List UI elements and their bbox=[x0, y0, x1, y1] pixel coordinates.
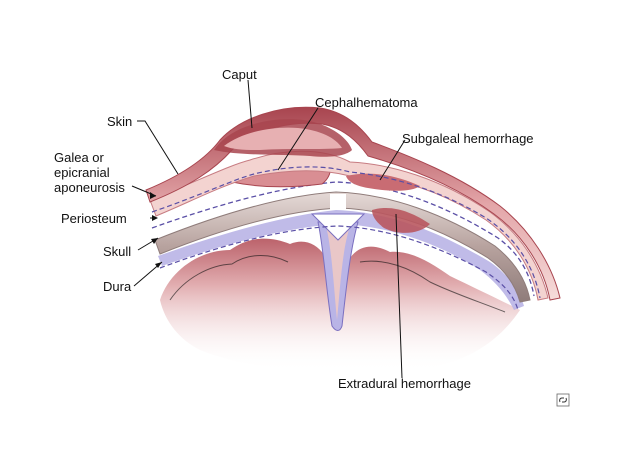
label-cephalhematoma: Cephalhematoma bbox=[315, 95, 418, 110]
label-galea-line3: aponeurosis bbox=[54, 180, 125, 195]
arrowheads bbox=[150, 192, 162, 268]
chain-link-icon[interactable] bbox=[556, 393, 570, 407]
label-caput: Caput bbox=[222, 67, 257, 82]
label-extradural-hemorrhage: Extradural hemorrhage bbox=[338, 376, 471, 391]
dura-dashed-line bbox=[159, 225, 519, 311]
label-subgaleal-hemorrhage: Subgaleal hemorrhage bbox=[402, 131, 534, 146]
label-periosteum: Periosteum bbox=[61, 211, 127, 226]
label-skull: Skull bbox=[103, 244, 131, 259]
dura-layer bbox=[158, 210, 524, 331]
label-galea-line1: Galea or bbox=[54, 150, 105, 165]
extradural-hemorrhage bbox=[372, 207, 430, 233]
label-galea-line2: epicranial bbox=[54, 165, 110, 180]
skin-layer bbox=[145, 106, 561, 301]
label-dura: Dura bbox=[103, 279, 132, 294]
label-skin: Skin bbox=[107, 114, 132, 129]
skull-layer bbox=[154, 191, 531, 303]
leader-lines bbox=[131, 79, 406, 379]
